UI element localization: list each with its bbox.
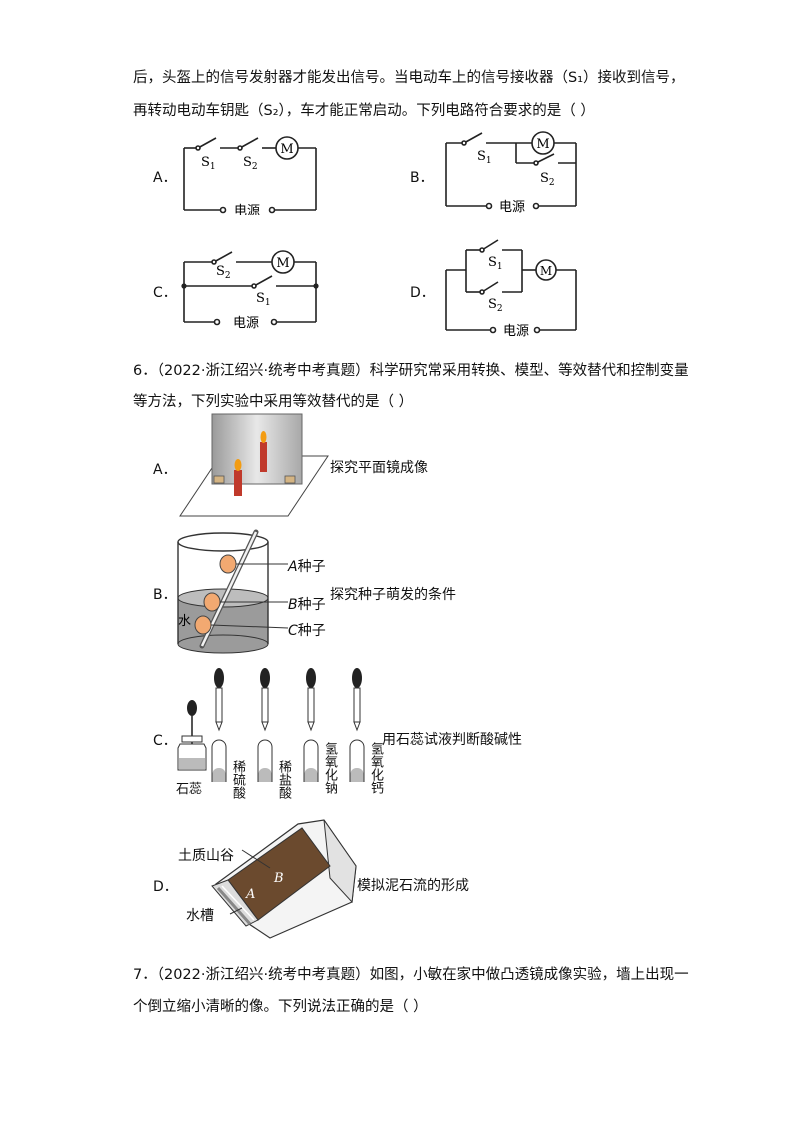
svg-text:S2: S2 xyxy=(216,264,231,281)
q6-c-caption: 用石蕊试液判断酸碱性 xyxy=(382,732,522,748)
tube-label-naoh: 氢氧化钠 xyxy=(322,742,337,794)
q6-d-caption: 模拟泥石流的形成 xyxy=(357,878,469,894)
q5-text-line2: 再转动电动车钥匙（S₂），车才能正常启动。下列电路符合要求的是（ ） xyxy=(133,103,595,119)
s2-label: S2 xyxy=(243,155,258,172)
q6-option-b-label: B． xyxy=(153,587,177,603)
svg-text:电源: 电源 xyxy=(503,324,529,339)
svg-text:M: M xyxy=(540,264,552,278)
plane-mirror-figure xyxy=(179,413,329,517)
s1-label: S1 xyxy=(201,155,216,172)
svg-text:S1: S1 xyxy=(477,149,492,166)
q5-option-b-label: B． xyxy=(410,170,434,186)
q6-option-a-label: A． xyxy=(153,462,177,478)
svg-text:S1: S1 xyxy=(256,291,271,308)
region-a-label: A xyxy=(245,887,255,902)
litmus-droppers-figure xyxy=(177,668,365,782)
circuit-b-diagram: M S1 S2 电源 xyxy=(445,131,577,215)
q5-option-a-label: A． xyxy=(153,170,177,186)
power-label: 电源 xyxy=(234,204,260,215)
motor-label: M xyxy=(280,142,293,157)
circuit-a-diagram: M S1 S2 电源 xyxy=(183,136,317,215)
circuit-d-diagram: M S1 S2 电源 xyxy=(445,239,577,339)
circuit-c-diagram: M S2 S1 电源 xyxy=(181,250,319,330)
tube-label-hydrochloric: 稀盐酸 xyxy=(276,760,291,799)
svg-text:M: M xyxy=(536,137,549,152)
svg-text:S2: S2 xyxy=(540,171,555,188)
q6-option-d-label: D． xyxy=(153,879,178,895)
seed-b-label: B种子 xyxy=(288,597,326,613)
litmus-label: 石蕊 xyxy=(176,782,203,797)
svg-text:S2: S2 xyxy=(488,297,503,314)
q7-text-line2: 个倒立缩小清晰的像。下列说法正确的是（ ） xyxy=(133,999,428,1015)
q5-text-line1: 后，头盔上的信号发射器才能发出信号。当电动车上的信号接收器（S₁）接收到信号， xyxy=(133,70,685,86)
q6-b-caption: 探究种子萌发的条件 xyxy=(330,587,456,603)
q5-option-d-label: D． xyxy=(410,285,435,301)
tube-label-caoh2: 氢氧化钙 xyxy=(368,742,383,794)
q7-text-line1: 7．（2022·浙江绍兴·统考中考真题）如图，小敏在家中做凸透镜成像实验，墙上出… xyxy=(133,967,689,983)
trough-label: 水槽 xyxy=(186,908,214,924)
tube-label-sulfuric: 稀硫酸 xyxy=(230,760,245,799)
svg-text:M: M xyxy=(276,256,289,271)
q6-a-caption: 探究平面镜成像 xyxy=(330,460,428,476)
q6-text-line1: 6．（2022·浙江绍兴·统考中考真题）科学研究常采用转换、模型、等效替代和控制… xyxy=(133,363,689,379)
svg-text:S1: S1 xyxy=(488,255,503,272)
seed-c-label: C种子 xyxy=(288,623,326,639)
valley-label: 土质山谷 xyxy=(178,848,234,864)
q5-option-c-label: C． xyxy=(153,285,177,301)
q6-option-c-label: C． xyxy=(153,733,177,749)
region-b-label: B xyxy=(273,871,284,886)
svg-text:电源: 电源 xyxy=(499,200,525,215)
svg-text:电源: 电源 xyxy=(233,316,259,330)
water-label: 水 xyxy=(178,614,191,629)
seed-beaker-figure: 水 xyxy=(177,529,289,654)
debris-flow-figure: B A xyxy=(211,819,357,939)
seed-a-label: A种子 xyxy=(288,559,326,575)
q6-text-line2: 等方法，下列实验中采用等效替代的是（ ） xyxy=(133,394,414,410)
